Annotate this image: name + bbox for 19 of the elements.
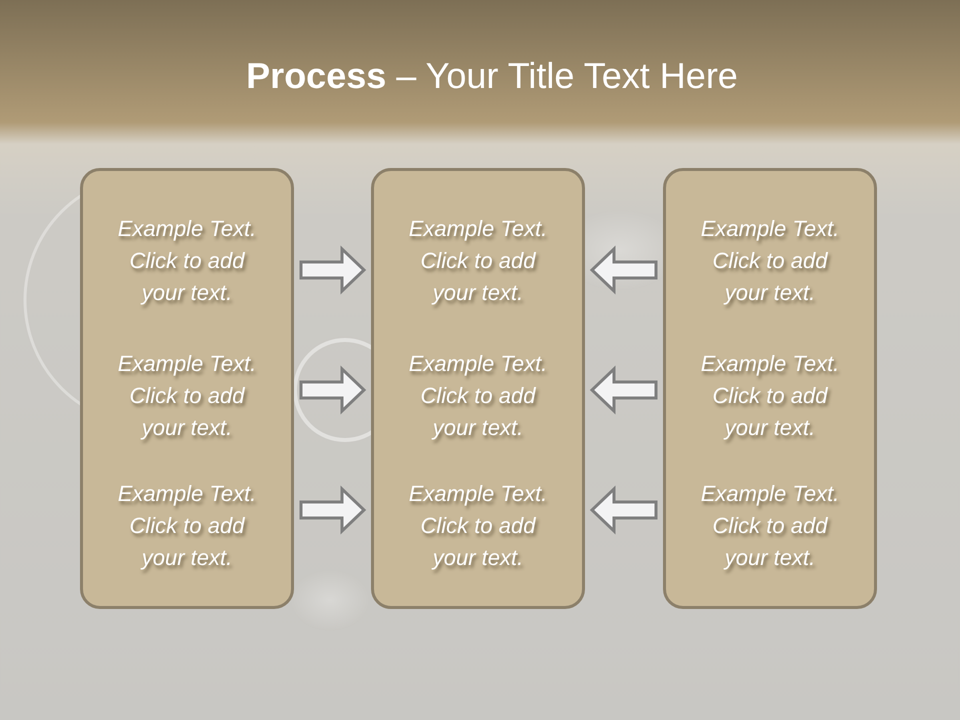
- rounded-panel: [80, 168, 294, 609]
- panel-text: Example Text. Click to add your text.: [700, 350, 840, 442]
- panel-text: Example Text. Click to add your text.: [116, 350, 258, 442]
- block-arrow: [590, 366, 658, 414]
- block-arrow: [300, 486, 366, 534]
- panel-text: Example Text. Click to add your text.: [700, 215, 840, 307]
- panel-text: Example Text. Click to add your text.: [700, 480, 840, 572]
- panel-text: Example Text. Click to add your text.: [408, 480, 548, 572]
- block-arrow: [300, 246, 366, 294]
- slide-title: Process – Your Title Text Here: [246, 55, 738, 96]
- block-arrow: [590, 486, 658, 534]
- panel-text: Example Text. Click to add your text.: [408, 215, 548, 307]
- panel-text: Example Text. Click to add your text.: [116, 480, 258, 572]
- block-arrow: [590, 246, 658, 294]
- panel-text: Example Text. Click to add your text.: [116, 215, 258, 307]
- panel-text: Example Text. Click to add your text.: [408, 350, 548, 442]
- rounded-panel: [371, 168, 585, 609]
- block-arrow: [300, 366, 366, 414]
- rounded-panel: [663, 168, 877, 609]
